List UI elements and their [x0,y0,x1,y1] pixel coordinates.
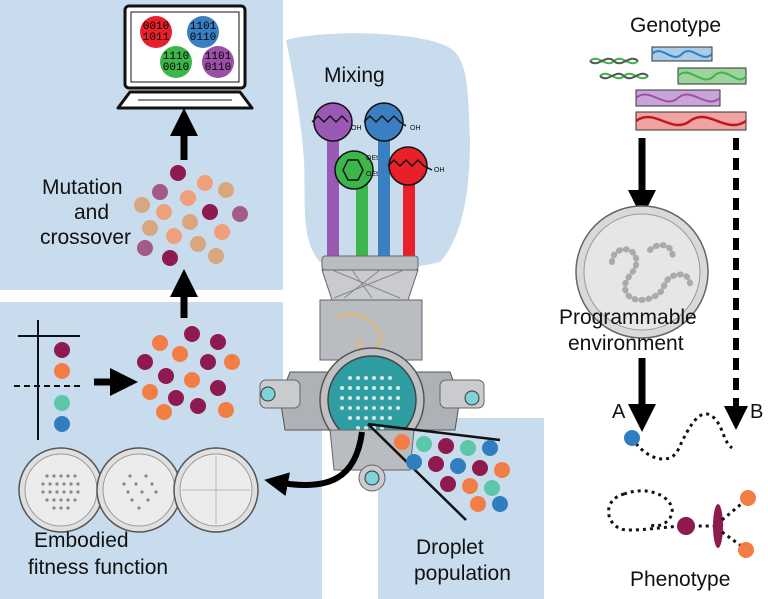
code-green-top: 1110 [163,51,189,63]
programmable-label-line2: environment [568,332,684,355]
mutation-label-line2: and [74,201,109,224]
path-b-label: B [750,401,763,423]
embodied-label-line2: fitness function [28,556,168,579]
selection-graph [14,320,82,440]
mol-oet-2: OEt [366,171,378,178]
dna-strands [589,46,747,131]
monitor-code-purple: 1101 0110 [202,46,234,78]
selected-dots [137,326,240,420]
mixing-label: Mixing [324,64,385,87]
zoom-line-top [367,422,501,442]
reagent-purple [313,102,353,142]
dish-2 [96,447,182,533]
droplet-label-line2: population [414,562,511,585]
mol-oh-1: OH [351,125,362,132]
reagent-blue [364,102,404,142]
code-purple-bottom: 0110 [205,62,231,74]
monitor-code-red: 0010 1011 [140,16,172,48]
mutation-label-line3: crossover [40,226,131,249]
droplet-dots [394,434,510,512]
mutation-dots [134,165,248,266]
code-purple-top: 1101 [205,51,232,63]
robotic-platform [259,255,485,492]
genotype-label: Genotype [630,14,721,37]
syringes: OH OH OEt OEt OH [311,102,445,286]
code-blue-top: 1101 [190,21,217,33]
reagent-red [388,146,428,186]
code-red-top: 0010 [143,21,169,33]
droplet-label-line1: Droplet [416,536,484,559]
mol-oh-2: OH [410,125,421,132]
mol-oet-1: OEt [366,155,378,162]
code-green-bottom: 0010 [163,62,189,74]
mol-oh-3: OH [434,167,445,174]
phenotype-trajectory [607,412,756,558]
mutation-label-line1: Mutation [42,176,123,199]
phenotype-label: Phenotype [630,568,730,591]
environment-dish [575,205,709,339]
computer-monitor: 0010 1011 1101 0110 1110 0010 1101 0110 [116,4,254,110]
dish-3 [173,447,259,533]
programmable-label-line1: Programmable [559,306,697,329]
arrow-to-fitness [264,431,365,496]
code-blue-bottom: 0110 [190,32,216,44]
path-a-label: A [612,401,626,423]
embodied-label-line1: Embodied [34,529,129,552]
code-red-bottom: 1011 [143,32,170,44]
zoom-line-bottom [367,423,467,521]
reagent-green [334,150,374,190]
fitness-dishes [18,447,259,533]
monitor-code-green: 1110 0010 [160,46,192,78]
dish-1 [18,447,104,533]
monitor-code-blue: 1101 0110 [187,16,219,48]
